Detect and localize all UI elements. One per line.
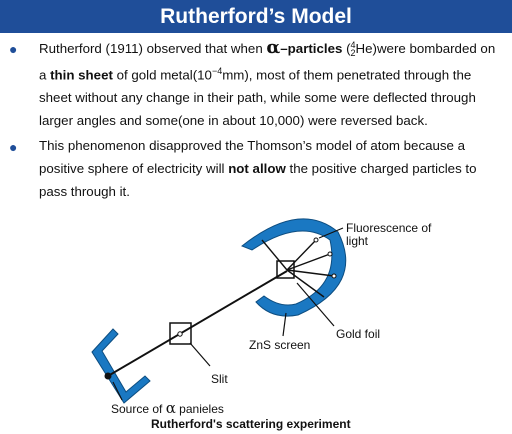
not-allow-term: not allow (228, 161, 286, 177)
bullet-dot-icon: ● (9, 139, 18, 156)
ray-hit-points (313, 237, 337, 279)
particles-term: –particles (280, 41, 343, 56)
label-source-suffix: panieles (176, 402, 224, 416)
bullet2-text-2: the positive charged particles to pass t… (39, 161, 477, 200)
bullet-list: ● Rutherford (1911) observed that when α… (0, 36, 512, 203)
pointer-lines (112, 227, 344, 401)
label-source-alpha: α (166, 399, 176, 417)
zns-screen (241, 218, 347, 317)
label-gold-foil: Gold foil (336, 327, 380, 341)
label-slit: Slit (211, 372, 228, 386)
diagram-caption: Rutherford's scattering experiment (151, 417, 351, 431)
label-fluorescence-line2: light (346, 234, 369, 248)
slit-box (169, 322, 192, 345)
alpha-symbol: α (266, 37, 281, 58)
bullet-dot-icon: ● (9, 41, 18, 57)
label-source: Source of α panieles (111, 399, 224, 417)
label-source-prefix: Source of (111, 402, 166, 416)
isotope-atomic: 2 (350, 48, 356, 59)
bullet1-text-3: of gold metal(10 (112, 67, 212, 83)
bullet1-text-4: mm), most of them penetrated through the… (39, 67, 476, 129)
source-point (104, 372, 112, 380)
thin-sheet-term: thin sheet (50, 67, 113, 83)
bullet1-text-1: Rutherford (1911) observed that when (39, 41, 267, 56)
alpha-source (91, 328, 151, 404)
deflected-rays (261, 239, 335, 298)
bullet2-text-1: This phenomenon disapproved the Thomson’… (39, 138, 466, 177)
bullet1-text-2: were bombarded on a (39, 41, 496, 83)
isotope-mass: 4 (350, 40, 356, 51)
label-fluorescence-line1: Fluorescence of (346, 221, 432, 235)
bullet-item: ● Rutherford (1911) observed that when α… (9, 37, 496, 129)
alpha-beam (107, 270, 288, 377)
gold-foil-box (276, 260, 295, 279)
exponent: −4 (211, 66, 223, 76)
bullet-item: ● This phenomenon disapproved the Thomso… (0, 134, 512, 203)
slide-title: Rutherford’s Model (0, 0, 512, 33)
helium-symbol: He (355, 41, 373, 56)
label-zns-screen: ZnS screen (249, 338, 310, 352)
slit-point (177, 331, 183, 337)
